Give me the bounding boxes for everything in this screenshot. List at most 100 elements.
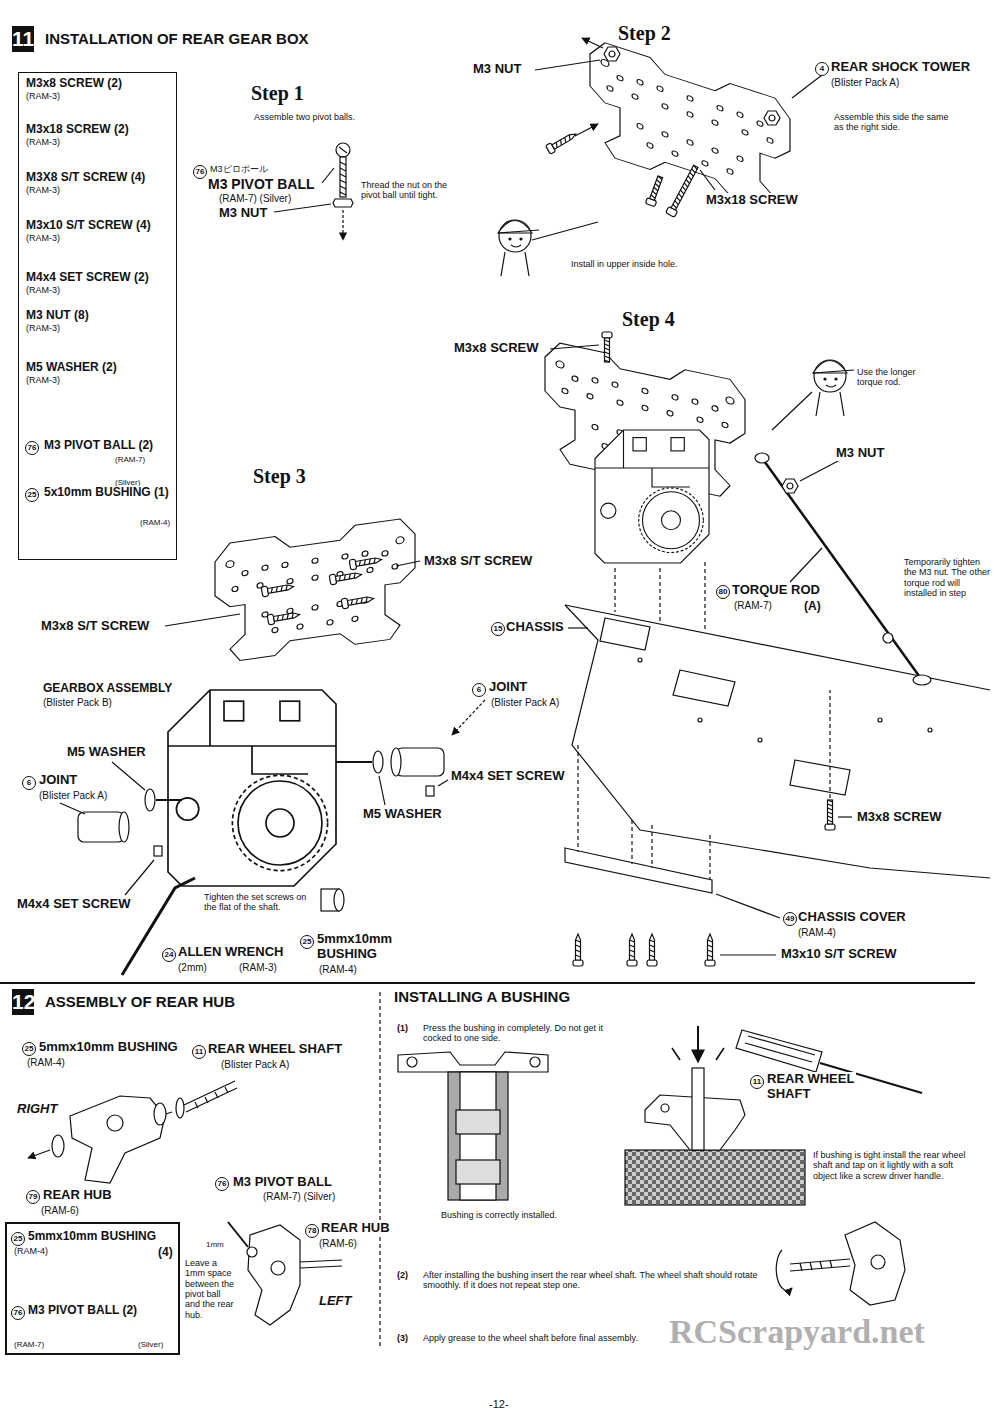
part-label: (RAM-6) bbox=[40, 1205, 80, 1217]
torque-rod-illustration bbox=[790, 548, 822, 582]
part-label: M3 PIVOT BALL (2) bbox=[43, 439, 154, 453]
callout-number: 76 bbox=[11, 1306, 25, 1320]
chassis-illustration bbox=[825, 800, 835, 830]
torque-rod-illustration bbox=[913, 675, 931, 685]
part-label: Install in upper inside hole. bbox=[570, 259, 679, 269]
part-label: (2mm) bbox=[177, 962, 208, 974]
torque-rod-illustration bbox=[755, 453, 769, 463]
shock-tower-illustration bbox=[535, 60, 600, 70]
part-label: Assemble two pivot balls. bbox=[253, 112, 356, 122]
gearbox-illustration bbox=[341, 594, 374, 609]
part-label: M3x8 S/T SCREW bbox=[423, 554, 533, 569]
tapping-illustration bbox=[661, 1104, 669, 1112]
part-label: (A) bbox=[803, 600, 822, 614]
part-label: M4x4 SET SCREW bbox=[450, 769, 565, 784]
shock-tower-illustration bbox=[604, 47, 620, 61]
torque-rod-illustration bbox=[883, 633, 893, 643]
part-label: ASSEMBLY OF REAR HUB bbox=[44, 993, 236, 1010]
part-label: M3X8 S/T SCREW (4) bbox=[25, 171, 146, 185]
watermark: RCScrapyard.net bbox=[668, 1312, 926, 1351]
step-heading: Step 3 bbox=[252, 465, 307, 488]
chassis-illustration bbox=[659, 568, 660, 622]
step-heading: Step 2 bbox=[617, 22, 672, 45]
shock-tower-illustration bbox=[666, 164, 701, 217]
section-number: 11 bbox=[12, 26, 34, 52]
callout-number: 79 bbox=[26, 1190, 40, 1204]
chassis-illustration bbox=[638, 658, 642, 662]
gearbox-illustration bbox=[168, 690, 336, 886]
part-label: (RAM-4) bbox=[797, 927, 837, 939]
part-label: -12- bbox=[488, 1398, 510, 1411]
part-label: 5x10mm BUSHING (1) bbox=[43, 486, 170, 500]
part-label: (Blister Pack A) bbox=[490, 697, 560, 709]
pivot-ball-illustration bbox=[342, 210, 343, 240]
callout-number: 49 bbox=[783, 912, 797, 926]
part-label: (2) bbox=[396, 1270, 409, 1280]
instruction-note: Tighten the set screws on the flat of th… bbox=[203, 892, 313, 913]
instruction-note: Press the bushing in completely. Do not … bbox=[422, 1023, 607, 1044]
part-label: (RAM-6) bbox=[318, 1238, 358, 1250]
gearbox-illustration bbox=[60, 803, 85, 814]
bushing-cross-section bbox=[398, 1052, 548, 1200]
gearbox-illustration bbox=[426, 786, 434, 796]
rear-hub-illustration bbox=[52, 1135, 64, 1157]
instruction-note: Thread the nut on the pivot ball until t… bbox=[360, 180, 455, 201]
bushing-cross-section bbox=[530, 1057, 540, 1067]
rear-hub-illustration bbox=[28, 1150, 50, 1158]
callout-number: 76 bbox=[25, 441, 39, 455]
shock-tower-illustration bbox=[498, 220, 539, 276]
part-label: (RAM-7) (Silver) bbox=[218, 193, 292, 205]
chassis-illustration bbox=[704, 562, 705, 632]
part-label: M3ピロボール bbox=[209, 164, 269, 174]
parts-list-box: M3x8 SCREW (2)(RAM-3)M3x18 SCREW (2)(RAM… bbox=[18, 72, 177, 560]
part-label: CHASSIS bbox=[505, 620, 565, 635]
part-label: M3x8 SCREW bbox=[856, 810, 943, 825]
section-header: 11INSTALLATION OF REAR GEAR BOX bbox=[12, 26, 312, 54]
rear-hub-illustration bbox=[195, 1087, 228, 1108]
shock-tower-illustration bbox=[546, 130, 579, 155]
part-label: (RAM-4) bbox=[26, 1057, 66, 1069]
shock-tower-illustration bbox=[575, 124, 598, 136]
chassis-illustration bbox=[716, 894, 780, 918]
shock-tower-illustration bbox=[764, 111, 780, 125]
rear-hub-illustration bbox=[176, 1098, 184, 1118]
gearbox-illustration bbox=[122, 878, 195, 975]
rear-hub-illustration bbox=[28, 1081, 237, 1183]
callout-number: 25 bbox=[25, 488, 39, 502]
chassis-illustration bbox=[627, 934, 637, 966]
bushing-cross-section bbox=[448, 1072, 508, 1200]
tapping-illustration bbox=[745, 1036, 815, 1062]
chassis-illustration bbox=[790, 760, 850, 795]
shock-tower-illustration bbox=[645, 175, 665, 207]
gearbox-illustration bbox=[602, 332, 612, 362]
chassis-illustration bbox=[673, 670, 735, 706]
section-header: 12ASSEMBLY OF REAR HUB bbox=[12, 989, 238, 1017]
bushing-cross-section bbox=[398, 1052, 548, 1072]
chassis-illustration bbox=[573, 934, 583, 966]
part-label: (3) bbox=[396, 1333, 409, 1343]
part-label: M5 WASHER bbox=[66, 745, 147, 760]
shock-tower-illustration bbox=[700, 170, 715, 190]
part-label: M3x10 S/T SCREW (4) bbox=[25, 219, 152, 233]
gearbox-illustration bbox=[119, 812, 129, 842]
step-heading: Step 4 bbox=[621, 308, 676, 331]
tapping-illustration bbox=[697, 1026, 699, 1062]
part-label: ALLEN WRENCH bbox=[177, 945, 284, 960]
part-label: (Silver) bbox=[137, 1340, 164, 1349]
part-label: (RAM-3) bbox=[238, 962, 278, 974]
shock-tower-illustration bbox=[582, 38, 603, 48]
part-label: M3x18 SCREW (2) bbox=[25, 123, 130, 137]
torque-rod-illustration bbox=[813, 360, 854, 416]
pivot-ball-illustration bbox=[339, 147, 347, 153]
section-divider bbox=[0, 982, 975, 984]
gearbox-illustration bbox=[78, 812, 124, 842]
callout-number: 4 bbox=[815, 62, 829, 76]
callout-number: 24 bbox=[162, 948, 176, 962]
part-label: TORQUE ROD bbox=[731, 583, 821, 598]
pivot-ball-illustration bbox=[274, 204, 331, 212]
torque-rod-illustration bbox=[772, 392, 812, 430]
gearbox-illustration bbox=[267, 610, 300, 625]
chassis-illustration bbox=[838, 816, 852, 817]
rear-hub-illustration bbox=[228, 1222, 248, 1247]
part-label: (RAM-7) bbox=[114, 455, 146, 464]
